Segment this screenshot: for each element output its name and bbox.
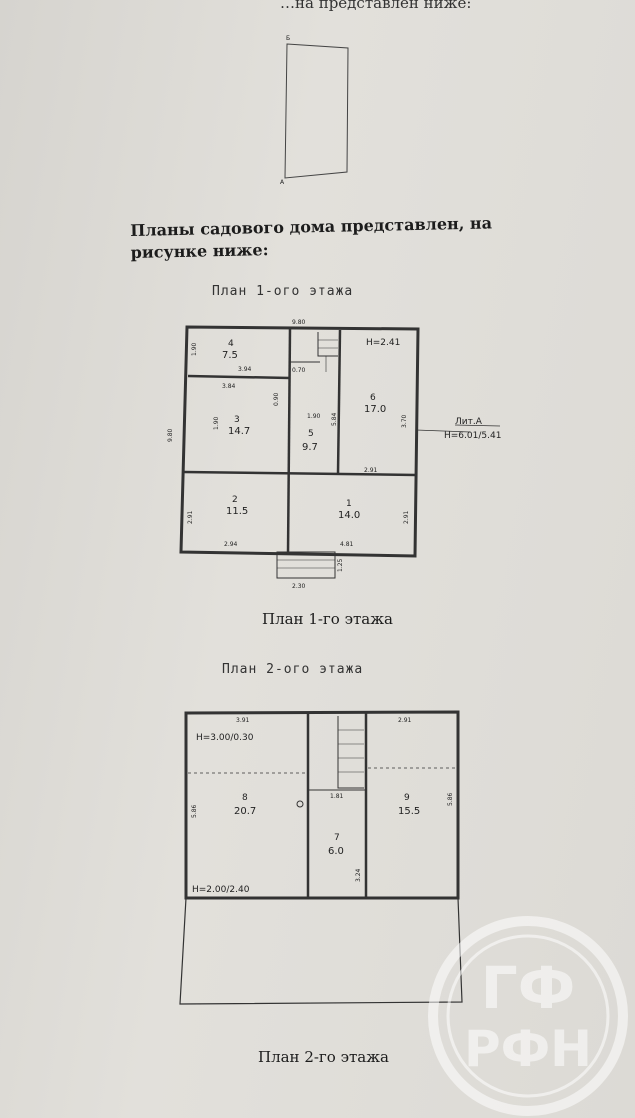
room-3-area: 14.7	[228, 426, 250, 437]
floor1-dim: 2.91	[403, 510, 410, 524]
floor1-porch-depth: 1.25	[337, 558, 344, 572]
floor2-dim: 1.81	[330, 793, 344, 800]
room-7-area: 6.0	[328, 846, 344, 857]
room-3-number: 3	[234, 415, 240, 425]
floor1-dim: 1.90	[191, 342, 198, 356]
room-4-area: 7.5	[222, 350, 238, 361]
floor2-labels: H=3.00/0.30 H=2.00/2.40 8 20.7 7 6.0 9 1…	[191, 717, 454, 895]
room-2-number: 2	[232, 495, 238, 505]
site-bottom-label: А	[280, 179, 285, 186]
floor1-dim: 0.90	[273, 392, 280, 406]
room-5-area: 9.7	[302, 442, 318, 453]
floor1-dim: 3.84	[222, 383, 236, 390]
floor1-plan	[179, 325, 501, 579]
room-6-number: 6	[370, 393, 376, 403]
floor1-dim: 2.94	[224, 541, 238, 548]
room-9-number: 9	[404, 793, 410, 803]
floor1-dim: 4.81	[340, 541, 354, 548]
site-top-label: Б	[286, 35, 290, 42]
floor2-height-top: H=3.00/0.30	[196, 733, 254, 743]
floor1-lit-height: H=6.01/5.41	[444, 431, 501, 441]
floor2-handwritten-title: План 2-ого этажа	[222, 662, 364, 677]
cut-off-header: …на представлен ниже:	[280, 0, 472, 12]
room-9-area: 15.5	[398, 806, 420, 817]
watermark-line1: ГФ	[481, 954, 575, 1022]
floor1-dim: 5.84	[331, 412, 338, 426]
floor2-plan	[179, 710, 463, 1005]
floor2-dim: 3.91	[236, 717, 250, 724]
floor1-labels: 9.80 9.80 2.30 1.25 H=2.41 Лит.А H=6.01/…	[167, 319, 501, 590]
room-5-number: 5	[308, 429, 314, 439]
floor2-dim: 2.91	[398, 717, 412, 724]
floor1-dim: 0.70	[292, 367, 306, 374]
room-2-area: 11.5	[226, 506, 248, 517]
floor1-handwritten-title: План 1-ого этажа	[212, 284, 354, 299]
site-plan: Б А	[280, 35, 349, 186]
floor2-dim: 5.86	[191, 804, 198, 818]
room-4-number: 4	[228, 339, 234, 349]
floor2-height-bottom: H=2.00/2.40	[192, 885, 250, 895]
floor1-lit-label: Лит.А	[455, 417, 483, 427]
floor1-porch-width: 2.30	[292, 583, 306, 590]
floor1-caption: План 1-го этажа	[262, 610, 393, 628]
room-1-area: 14.0	[338, 510, 360, 521]
floor1-overall-height: 9.80	[167, 428, 174, 442]
floor1-dim: 2.91	[187, 510, 194, 524]
watermark-logo: ГФ РФН	[428, 916, 628, 1116]
floor2-dim: 5.86	[447, 792, 454, 806]
floor1-dim: 1.90	[307, 413, 321, 420]
room-8-area: 20.7	[234, 806, 256, 817]
floor2-caption: План 2-го этажа	[258, 1048, 389, 1066]
room-1-number: 1	[346, 499, 352, 509]
floor1-dim: 3.70	[401, 414, 408, 428]
room-6-area: 17.0	[364, 404, 386, 415]
room-7-number: 7	[334, 833, 340, 843]
floor1-dim: 2.91	[364, 467, 378, 474]
room-8-number: 8	[242, 793, 248, 803]
floor1-overall-width: 9.80	[292, 319, 306, 326]
floor1-dim: 3.94	[238, 366, 252, 373]
floor1-height-note: H=2.41	[366, 338, 400, 348]
floor1-dim: 1.90	[213, 416, 220, 430]
watermark-line2: РФН	[464, 1020, 592, 1078]
floor2-dim: 3.24	[355, 868, 362, 882]
